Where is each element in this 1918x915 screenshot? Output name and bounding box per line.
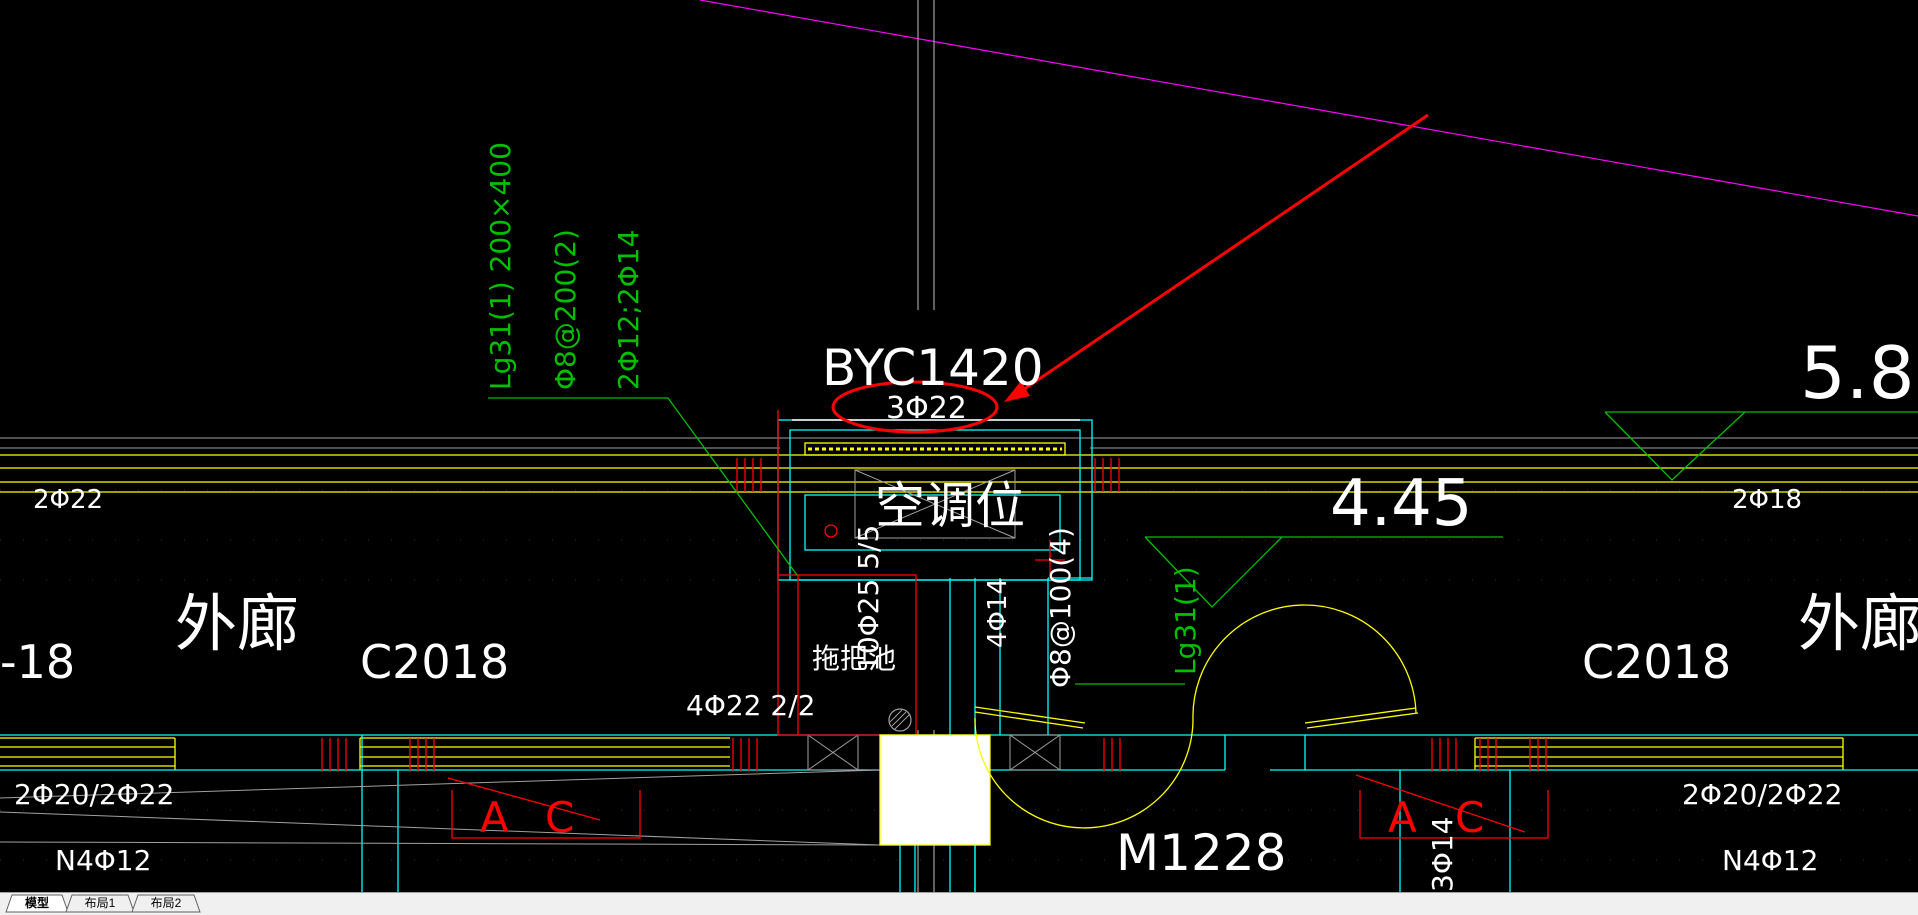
mop-pool-outline: [777, 410, 1065, 736]
label-door: M1228: [1116, 824, 1286, 882]
highlight-ellipse: [831, 380, 999, 434]
label-col-rebar: 4Φ22 2/2: [686, 689, 815, 722]
tab-layout1[interactable]: 布局1: [84, 896, 116, 910]
label-n4-left: N4Φ12: [55, 844, 151, 877]
label-section-a-left: A: [480, 793, 509, 842]
label-mop-pool: 拖把池: [812, 642, 896, 675]
label-rebar-2-22: 2Φ22: [33, 485, 103, 515]
drain-icon: [888, 708, 912, 732]
label-top-rebar: 3Φ22: [886, 391, 967, 426]
tab-shapes: [5, 894, 201, 913]
slab-edge: [804, 442, 1066, 456]
beam-annotation-line1: Lg31(1) 200×400: [484, 142, 517, 390]
grey-guide-lines: [0, 769, 881, 846]
cross-boxes: [807, 469, 1061, 771]
beam-leader: [488, 397, 798, 576]
upper-hatch: [736, 458, 1120, 492]
label-frag-18: -18: [0, 635, 75, 689]
label-level-58: 5.8: [1800, 331, 1915, 415]
section-cuts: [447, 774, 1549, 839]
tab-model[interactable]: 模型: [24, 896, 49, 910]
label-rebar-bottom-right: 2Φ20/2Φ22: [1682, 778, 1842, 811]
label-rebar-2-18: 2Φ18: [1732, 485, 1802, 515]
door-swings: [974, 604, 1419, 829]
lower-hatch: [321, 738, 1547, 772]
level-markers: [1075, 411, 1918, 685]
drain-hatch: [889, 709, 911, 731]
lower-beam-lines: [0, 737, 1844, 770]
label-rebar-bottom-left: 2Φ20/2Φ22: [14, 778, 174, 811]
label-aircon: 空调位: [875, 477, 1025, 535]
column-solid: [879, 734, 991, 846]
beam-annotation-line2: Φ8@200(2): [549, 229, 582, 390]
label-v-10-25: 10Φ25 5/5: [852, 525, 885, 672]
label-v-4-14: 4Φ14: [983, 578, 1013, 648]
magenta-line: [699, 0, 1918, 217]
tab-layout2[interactable]: 布局2: [150, 896, 182, 910]
label-corridor-right: 外廊: [1798, 587, 1918, 660]
beam-annotation-line3: 2Φ12;2Φ14: [612, 230, 645, 390]
label-section-c-right: C: [1455, 793, 1484, 842]
label-v-8-100: Φ8@100(4): [1044, 527, 1077, 688]
label-n4-right: N4Φ12: [1722, 844, 1818, 877]
label-window-left: C2018: [360, 635, 509, 689]
label-corridor-left: 外廊: [175, 587, 299, 660]
drawing-labels: BYC1420 3Φ22 5.8 4.45 空调位 外廊 外廊 -18 C201…: [0, 142, 1918, 892]
label-section-c-left: C: [545, 793, 574, 842]
cad-drawing: BYC1420 3Φ22 5.8 4.45 空调位 外廊 外廊 -18 C201…: [0, 0, 1918, 892]
label-level-445: 4.45: [1330, 467, 1473, 541]
label-beam-lg-small: Lg31(1): [1169, 566, 1202, 675]
label-v-3-14: 3Φ14: [1426, 817, 1459, 892]
annotation-arrow: [1004, 113, 1429, 402]
label-section-a-right: A: [1388, 793, 1417, 842]
upper-beam-grey: [0, 437, 1918, 449]
label-window-right: C2018: [1582, 635, 1731, 689]
layout-tab-bar: 模型 布局1 布局2: [0, 892, 1918, 915]
cad-drawing-canvas[interactable]: BYC1420 3Φ22 5.8 4.45 空调位 外廊 外廊 -18 C201…: [0, 0, 1918, 892]
label-byc: BYC1420: [822, 339, 1044, 397]
